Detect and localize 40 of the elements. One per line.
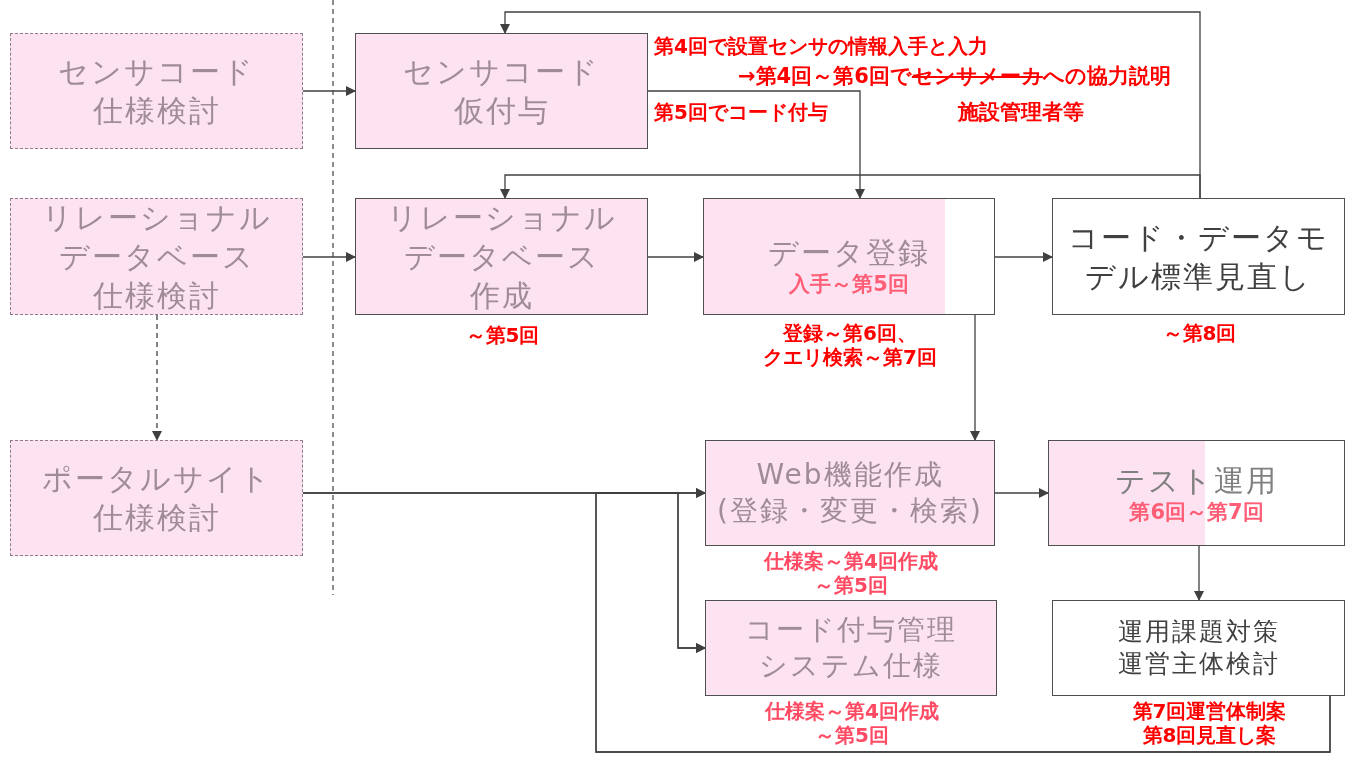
arrow	[994, 488, 1049, 498]
box-label: Web機能作成(登録・変更・検索)	[717, 456, 983, 529]
arrow	[302, 86, 356, 96]
arrow	[152, 314, 162, 441]
box-label: リレーショナルデータベース仕様検討	[41, 199, 272, 315]
box-label: ポータルサイト仕様検討	[41, 460, 272, 537]
schedule-note: 第6回～第7回	[1129, 500, 1264, 526]
box-label: センサコード仮付与	[403, 53, 600, 130]
note-text: センサメーカ	[911, 64, 1043, 89]
box-label: 運用課題対策運営主体検討	[1117, 615, 1280, 680]
schedule-note: 第4回で設置センサの情報入手と入力	[654, 34, 988, 58]
note-text: への協力説明	[1042, 64, 1171, 89]
process-box	[10, 33, 303, 149]
box-label: コード付与管理システム仕様	[745, 611, 957, 684]
schedule-note: 入手～第5回	[789, 272, 909, 298]
arrow	[994, 252, 1053, 262]
box-label: コード・データモデル標準見直し	[1068, 218, 1329, 296]
schedule-note: ～第5回	[465, 323, 540, 347]
schedule-note: 仕様案～第4回作成～第5回	[765, 699, 939, 747]
arrow	[647, 90, 865, 199]
schedule-note: 登録～第6回、クエリ検索～第7回	[763, 321, 937, 369]
box-label: センサコード仕様検討	[58, 53, 255, 130]
arrow	[970, 314, 980, 441]
process-box	[10, 440, 303, 556]
schedule-note: 仕様案～第4回作成～第5回	[764, 549, 938, 597]
schedule-note: 第7回運営体制案	[1132, 699, 1287, 723]
note-text: 施設管理者等	[958, 100, 1084, 125]
process-box	[10, 198, 303, 315]
box-label: リレーショナルデータベース作成	[386, 199, 617, 315]
process-box	[1048, 440, 1345, 546]
arrow	[1194, 545, 1204, 601]
schedule-note: ～第8回	[1162, 321, 1237, 345]
arrow	[500, 174, 1201, 199]
note-text: →第4回～第6回で	[738, 64, 912, 89]
schedule-note: 第8回見直し案	[1142, 723, 1277, 747]
arrow	[302, 252, 356, 262]
schedule-note: 第5回でコード付与	[654, 100, 828, 124]
box-label: テスト運用	[1115, 462, 1278, 500]
arrow	[647, 252, 704, 262]
box-label: データ登録	[768, 234, 930, 272]
